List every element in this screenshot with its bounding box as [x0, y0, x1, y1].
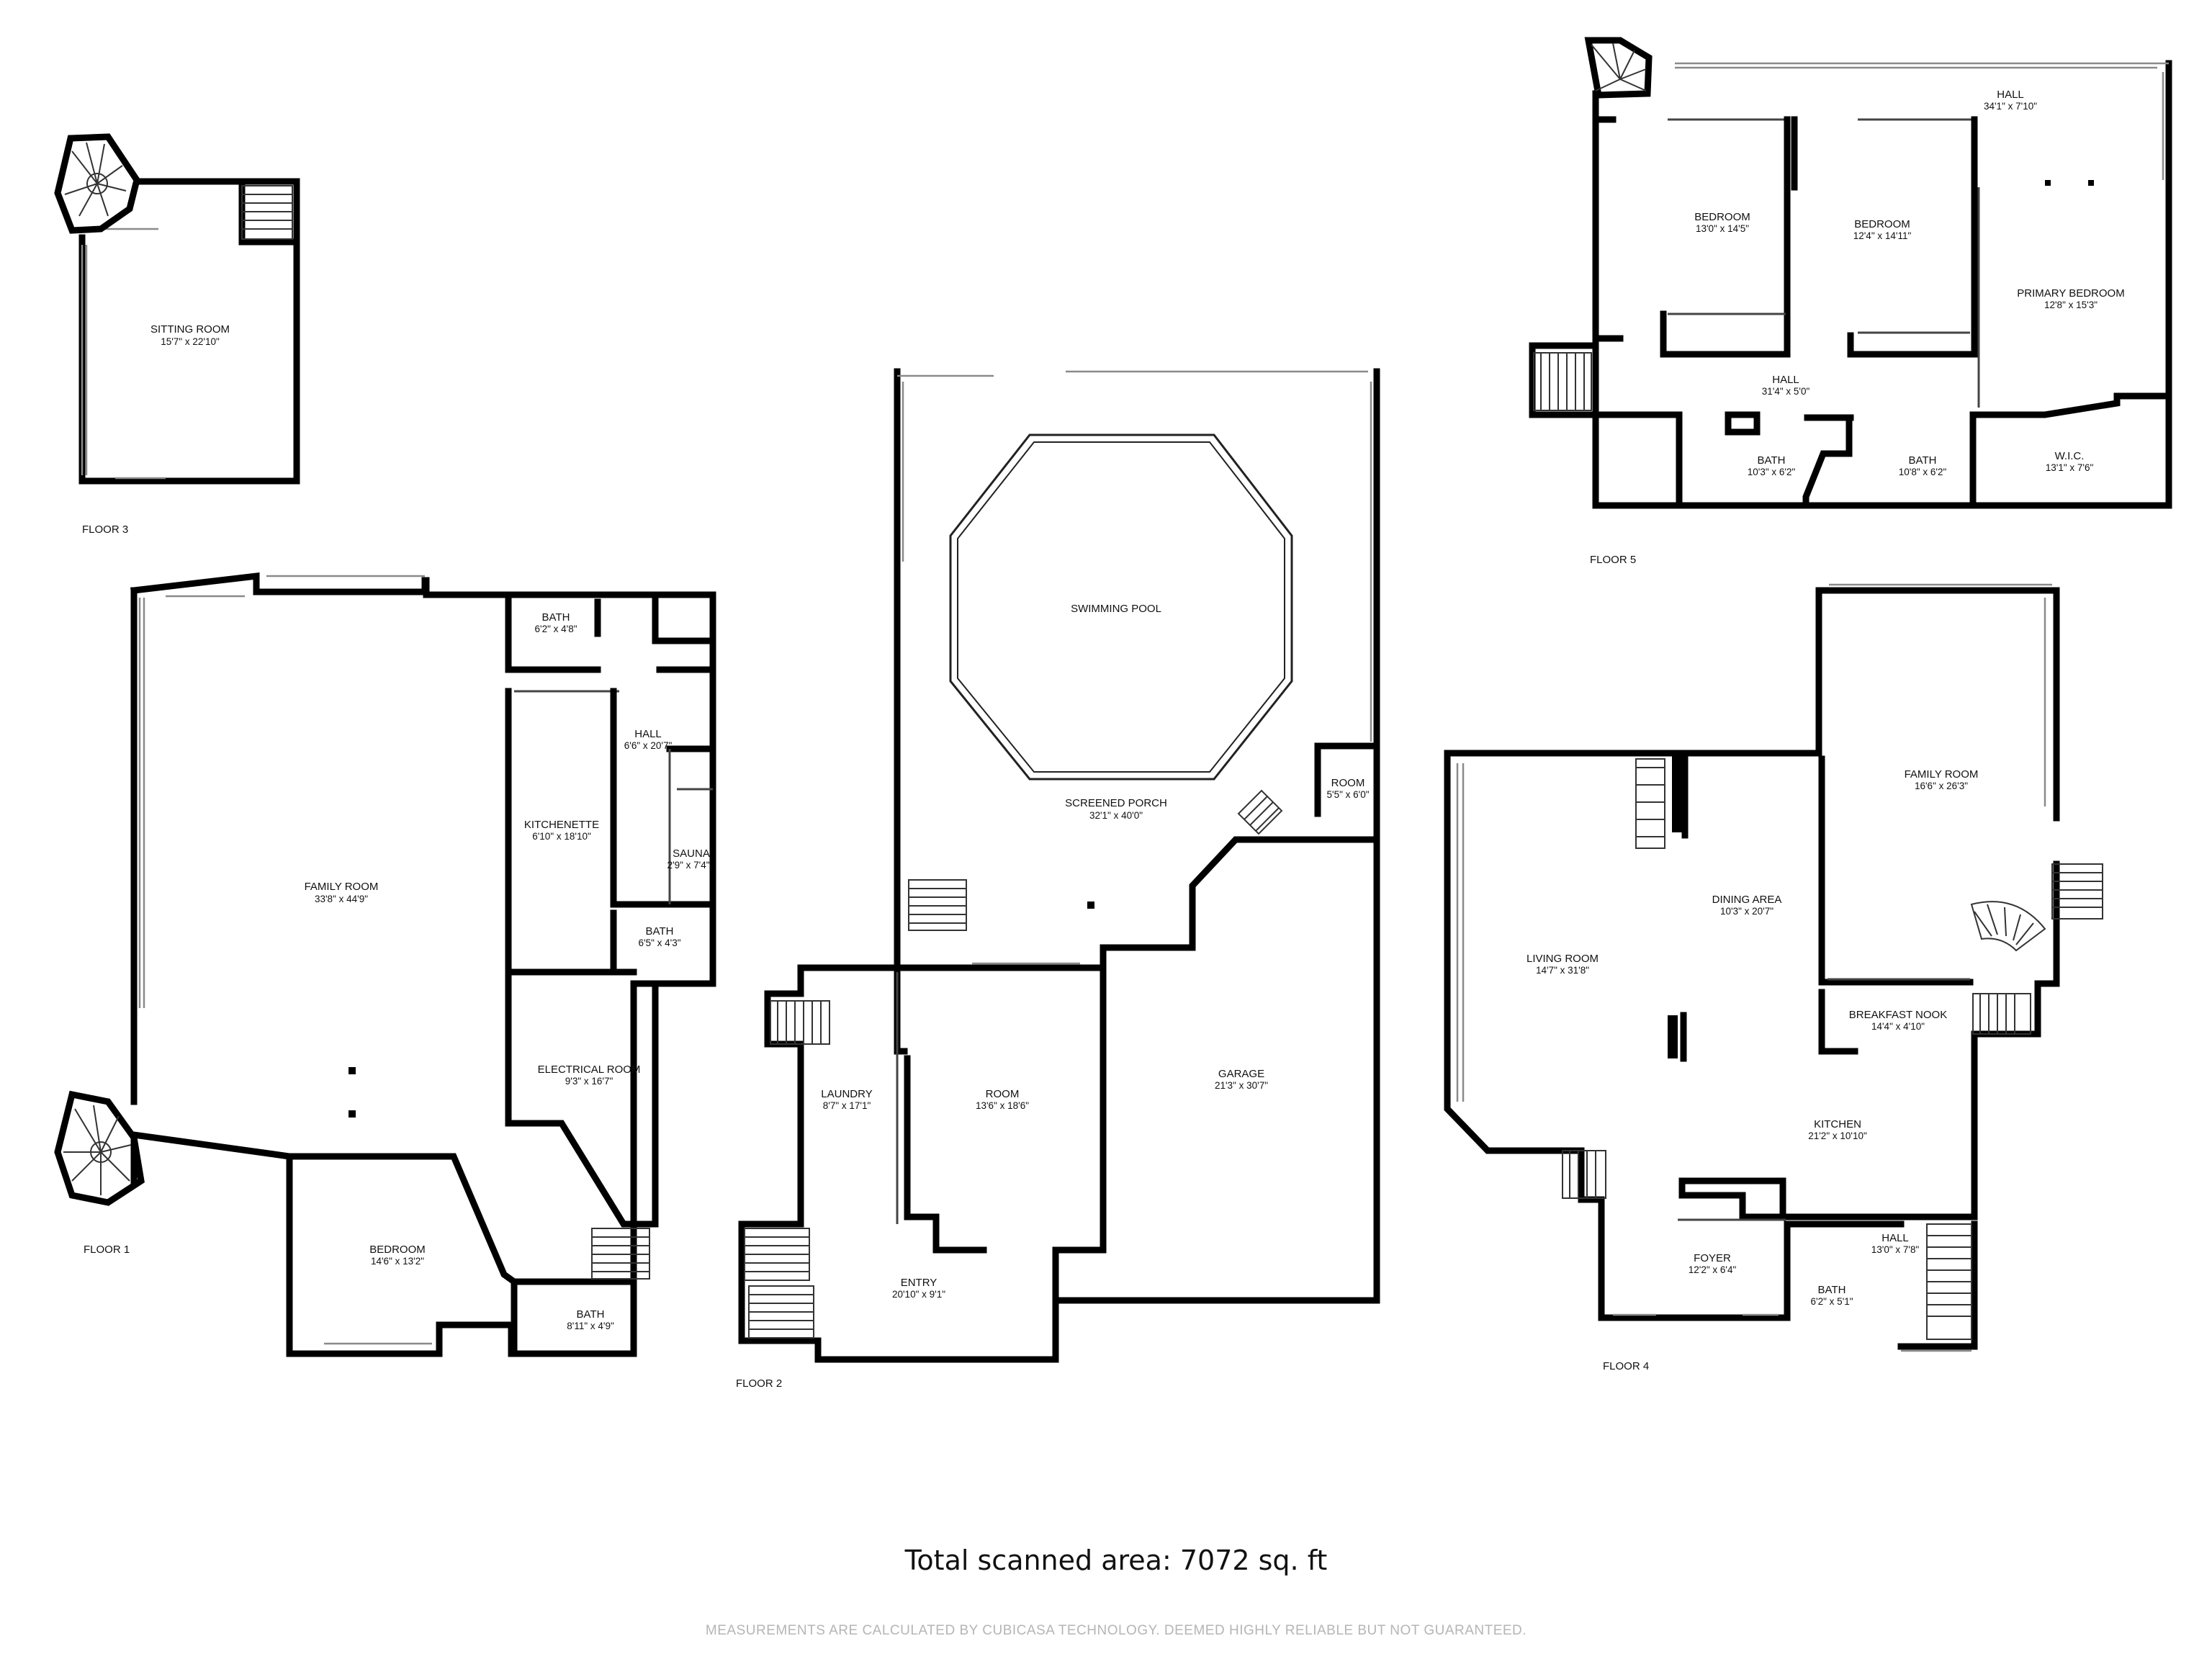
room-dimensions: 15'7" x 22'10" [161, 336, 220, 347]
room-dimensions: 13'0" x 7'8" [1871, 1244, 1920, 1255]
stair-icon [1972, 993, 2031, 1035]
room-dimensions: 13'0" x 14'5" [1696, 223, 1749, 234]
stair-icon [1926, 1223, 1972, 1340]
floor-label: FLOOR 5 [1590, 554, 1636, 566]
fireplace-icon [1635, 758, 1665, 849]
room-label: DINING AREA [1712, 894, 1782, 906]
room-dimensions: 8'7" x 17'1" [823, 1100, 871, 1111]
stair-icon [744, 1228, 810, 1281]
floor-label: FLOOR 2 [736, 1377, 782, 1390]
stair-icon [591, 1228, 650, 1280]
room-label: BATH [646, 925, 674, 938]
room-dimensions: 33'8" x 44'9" [315, 894, 368, 904]
room-dimensions: 12'8" x 15'3" [2044, 300, 2098, 310]
floor-label: FLOOR 3 [82, 523, 128, 536]
room-dimensions: 6'2" x 5'1" [1810, 1296, 1853, 1307]
spiral-stair-icon [1970, 901, 2046, 952]
swimming-pool-shape [949, 433, 1293, 781]
room-label: SAUNA [673, 848, 710, 860]
room-label: KITCHENETTE [524, 819, 599, 831]
floor-3-plan [54, 133, 300, 485]
room-dimensions: 6'6" x 20'7" [624, 740, 673, 751]
room-dimensions: 6'5" x 4'3" [638, 938, 680, 948]
room-dimensions: 10'3" x 6'2" [1748, 467, 1796, 477]
room-label: LIVING ROOM [1527, 953, 1599, 965]
room-dimensions: 12'2" x 6'4" [1689, 1264, 1737, 1275]
room-label: FAMILY ROOM [1905, 768, 1979, 781]
floor-label: FLOOR 4 [1603, 1360, 1649, 1372]
room-label: ROOM [986, 1088, 1020, 1100]
room-dimensions: 21'2" x 10'10" [1808, 1130, 1867, 1141]
room-label: SCREENED PORCH [1065, 797, 1167, 809]
room-dimensions: 34'1" x 7'10" [1984, 101, 2037, 112]
room-label: SWIMMING POOL [1071, 603, 1161, 615]
room-dimensions: 13'6" x 18'6" [976, 1100, 1029, 1111]
room-label: BATH [577, 1308, 605, 1321]
room-dimensions: 21'3" x 30'7" [1215, 1080, 1268, 1091]
stair-icon [1533, 352, 1592, 411]
room-dimensions: 13'1" x 7'6" [2046, 462, 2094, 473]
room-label: SITTING ROOM [150, 323, 230, 336]
room-label: HALL [1772, 374, 1799, 386]
room-dimensions: 8'11" x 4'9" [567, 1321, 614, 1331]
room-label: ENTRY [901, 1277, 938, 1289]
room-label: BEDROOM [1694, 211, 1750, 223]
room-dimensions: 10'8" x 6'2" [1899, 467, 1947, 477]
disclaimer-text: MEASUREMENTS ARE CALCULATED BY CUBICASA … [706, 1623, 1527, 1638]
room-dimensions: 14'4" x 4'10" [1871, 1021, 1925, 1032]
room-label: FAMILY ROOM [305, 881, 379, 893]
spiral-stair-icon [1584, 37, 1653, 99]
room-dimensions: 5'5" x 6'0" [1326, 789, 1369, 800]
room-label: ELECTRICAL ROOM [538, 1064, 641, 1076]
room-dimensions: 6'10" x 18'10" [532, 831, 591, 842]
floor-5-plan [1529, 37, 2172, 509]
room-dimensions: 20'10" x 9'1" [892, 1289, 945, 1300]
room-dimensions: 31'4" x 5'0" [1762, 386, 1810, 397]
room-label: BATH [1818, 1284, 1846, 1296]
room-dimensions: 9'3" x 16'7" [565, 1076, 613, 1087]
room-label: BATH [542, 611, 570, 624]
room-label: PRIMARY BEDROOM [2017, 287, 2124, 300]
room-label: BATH [1909, 454, 1937, 467]
room-label: BEDROOM [369, 1244, 426, 1256]
floor-label: FLOOR 1 [84, 1244, 130, 1256]
room-label: W.I.C. [2055, 450, 2085, 462]
room-label: HALL [634, 728, 662, 740]
floor-4-plan [1444, 583, 2103, 1352]
room-label: ROOM [1331, 777, 1365, 789]
room-label: LAUNDRY [821, 1088, 872, 1100]
stair-icon [1237, 789, 1283, 835]
floor-1-plan [54, 572, 716, 1357]
room-label: HALL [1997, 89, 2024, 101]
room-dimensions: 6'2" x 4'8" [534, 624, 577, 634]
stair-icon [2051, 863, 2103, 920]
room-dimensions: 14'6" x 13'2" [371, 1256, 424, 1267]
floor-2-plan [738, 368, 1380, 1363]
room-dimensions: 12'4" x 14'11" [1853, 230, 1912, 241]
room-dimensions: 10'3" x 20'7" [1720, 906, 1773, 917]
room-label: FOYER [1694, 1252, 1731, 1264]
room-label: BREAKFAST NOOK [1849, 1009, 1947, 1021]
room-dimensions: 32'1" x 40'0" [1089, 810, 1143, 821]
stair-icon [241, 185, 293, 240]
stair-icon [908, 879, 967, 931]
stair-icon [1562, 1150, 1606, 1199]
room-dimensions: 14'7" x 31'8" [1536, 965, 1589, 976]
spiral-stair-icon [54, 1090, 145, 1206]
room-label: GARAGE [1218, 1068, 1264, 1080]
room-label: HALL [1881, 1232, 1909, 1244]
room-label: BEDROOM [1854, 218, 1910, 230]
room-dimensions: 16'6" x 26'3" [1915, 781, 1968, 791]
stair-icon [748, 1285, 814, 1339]
stair-icon [770, 1000, 830, 1045]
room-label: BATH [1758, 454, 1786, 467]
total-area-text: Total scanned area: 7072 sq. ft [904, 1545, 1328, 1576]
spiral-stair-icon [54, 133, 140, 234]
room-dimensions: 2'9" x 7'4" [667, 860, 709, 871]
room-label: KITCHEN [1814, 1118, 1861, 1130]
